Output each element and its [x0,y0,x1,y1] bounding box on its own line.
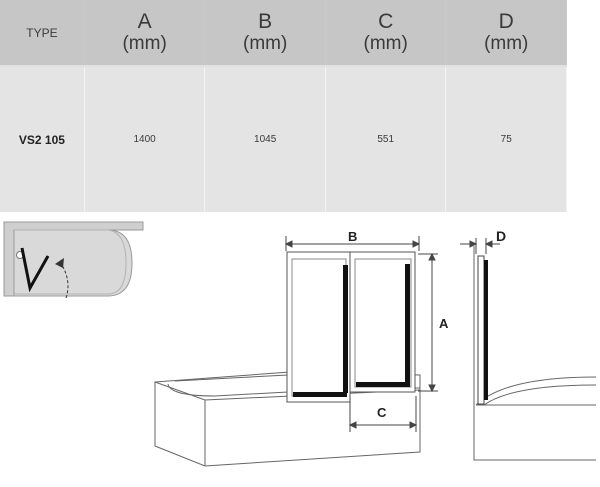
header-b: B (mm) [204,0,326,67]
header-b-unit: (mm) [243,32,288,54]
table-header-row: TYPE A (mm) B (mm) C (mm) D (mm) [0,0,567,67]
dimension-c-label: C [377,405,387,420]
top-view-icon [3,221,144,299]
header-b-letter: B [258,9,273,33]
dimension-a-label: A [439,316,449,331]
header-c-letter: C [378,9,394,33]
cell-a: 1400 [84,66,206,212]
header-type-label: TYPE [26,25,58,40]
cell-b: 1045 [204,66,326,212]
cell-d: 75 [445,66,567,212]
header-a: A (mm) [84,0,206,67]
side-view-illustration [473,246,597,461]
cell-type: VS2 105 [0,66,85,212]
header-a-letter: A [137,9,152,33]
header-d-letter: D [498,9,514,33]
header-a-unit: (mm) [122,32,167,54]
header-d-unit: (mm) [484,32,529,54]
header-type: TYPE [0,0,85,67]
side-view-screen [477,255,488,405]
dimension-b-label: B [348,229,357,244]
dimension-b [284,236,421,251]
spec-table: TYPE A (mm) B (mm) C (mm) D (mm) VS2 105… [0,0,567,212]
shower-screen-panels [286,251,416,403]
dimension-a [418,252,438,393]
cell-c: 551 [325,66,447,212]
header-c: C (mm) [325,0,447,67]
header-d: D (mm) [445,0,567,67]
table-row: VS2 105 1400 1045 551 75 [0,66,567,212]
dimension-d [460,238,500,254]
header-c-unit: (mm) [363,32,408,54]
dimension-d-label: D [496,228,506,244]
dimension-c [348,396,418,432]
